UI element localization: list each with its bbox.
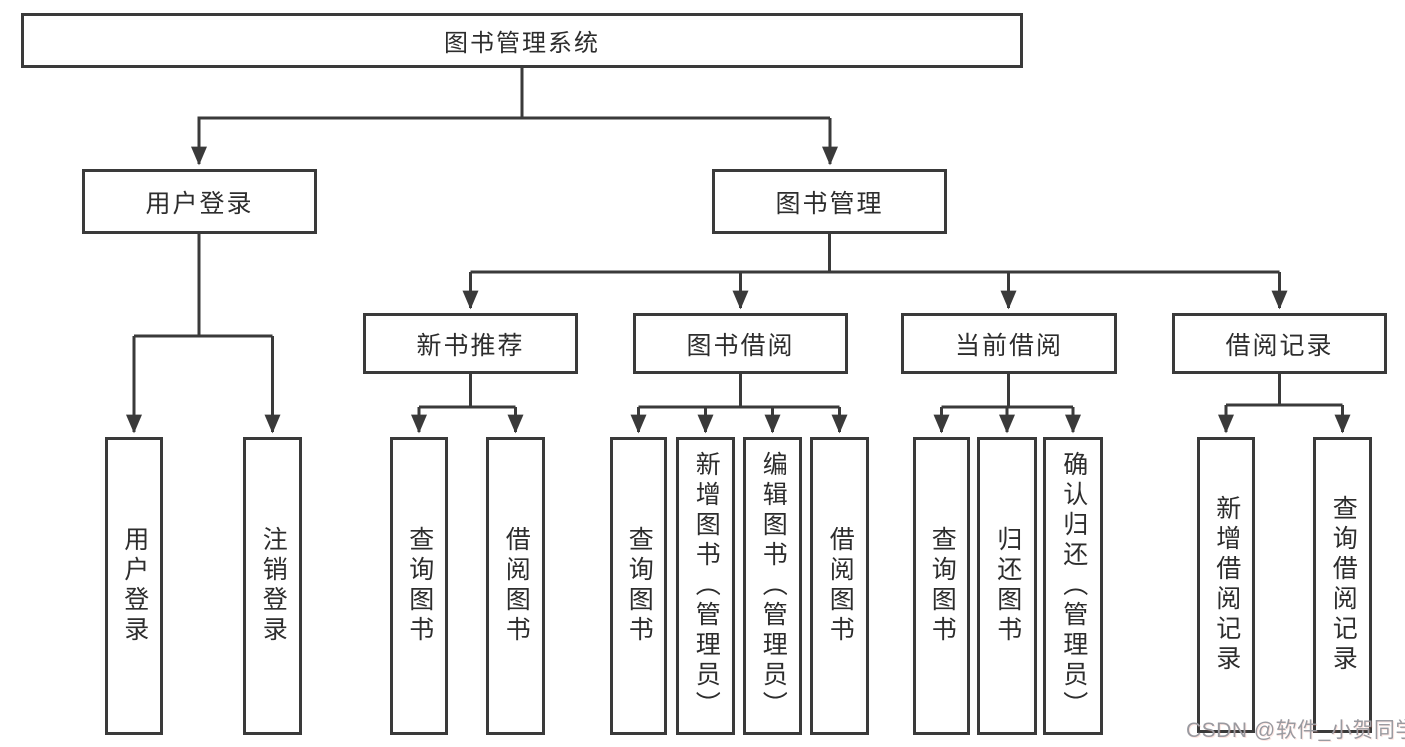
leaf-add-book-admin: 新增图书（管理员） [676, 437, 735, 735]
leaf-query-borrow-record: 查询借阅记录 [1313, 437, 1372, 733]
leaf-query-books-borrowing: 查询图书 [610, 437, 667, 735]
node-library-management-system: 图书管理系统 [21, 13, 1023, 68]
leaf-return-book: 归还图书 [977, 437, 1037, 735]
watermark: CSDN @软件_小贺同学 [1186, 719, 1405, 742]
node-book-borrowing: 图书借阅 [633, 313, 848, 374]
leaf-logout: 注销登录 [243, 437, 302, 735]
node-new-book-recommendation: 新书推荐 [363, 313, 578, 374]
leaf-confirm-return-admin: 确认归还（管理员） [1043, 437, 1103, 735]
leaf-query-books-current: 查询图书 [913, 437, 970, 735]
node-book-management: 图书管理 [712, 169, 947, 234]
leaf-borrow-books-recommend: 借阅图书 [486, 437, 545, 735]
leaf-add-borrow-record: 新增借阅记录 [1197, 437, 1255, 733]
node-current-borrowing: 当前借阅 [901, 313, 1117, 374]
leaf-edit-book-admin: 编辑图书（管理员） [743, 437, 802, 735]
leaf-query-books-recommend: 查询图书 [390, 437, 448, 735]
node-user-login: 用户登录 [82, 169, 317, 234]
leaf-borrow-books-borrowing: 借阅图书 [810, 437, 869, 735]
leaf-user-login: 用户登录 [105, 437, 163, 735]
node-borrowing-records: 借阅记录 [1172, 313, 1387, 374]
